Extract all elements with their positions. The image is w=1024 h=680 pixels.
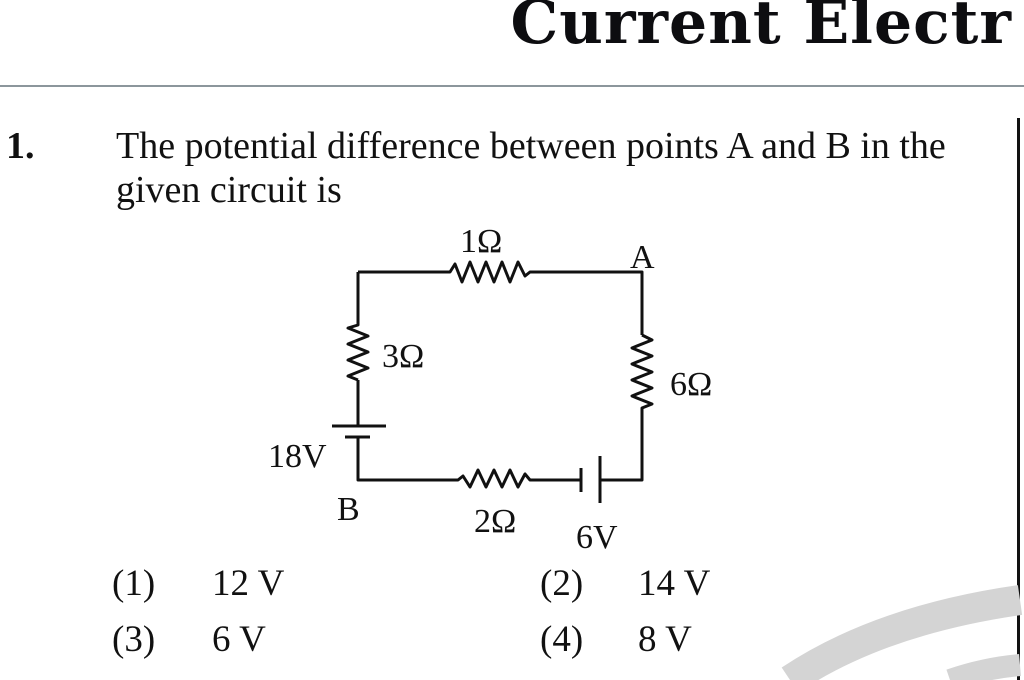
option-number: (2) (540, 563, 584, 604)
label-battery-left: 18V (268, 438, 327, 475)
label-battery-bottom: 6V (576, 519, 618, 556)
option-number: (4) (540, 619, 584, 660)
option-number: (1) (112, 563, 156, 604)
chapter-title: Current Electr (510, 0, 1012, 58)
label-point-b: B (337, 491, 360, 528)
label-r-bottom: 2Ω (474, 503, 516, 540)
option-number: (3) (112, 619, 156, 660)
label-point-a: A (630, 239, 655, 276)
label-r-left: 3Ω (382, 338, 424, 375)
option-value: 8 V (638, 619, 692, 660)
question-text: The potential difference between points … (116, 125, 946, 211)
option-2[interactable]: (2) 14 V (540, 562, 710, 605)
option-value: 14 V (638, 563, 711, 604)
option-value: 6 V (212, 619, 266, 660)
option-3[interactable]: (3) 6 V (112, 618, 266, 661)
label-r-top: 1Ω (460, 223, 502, 260)
label-r-right: 6Ω (670, 366, 712, 403)
column-divider (1017, 118, 1020, 680)
option-4[interactable]: (4) 8 V (540, 618, 692, 661)
question-number: 1. (6, 125, 35, 167)
header-divider (0, 85, 1024, 87)
option-1[interactable]: (1) 12 V (112, 562, 284, 605)
option-value: 12 V (212, 563, 285, 604)
